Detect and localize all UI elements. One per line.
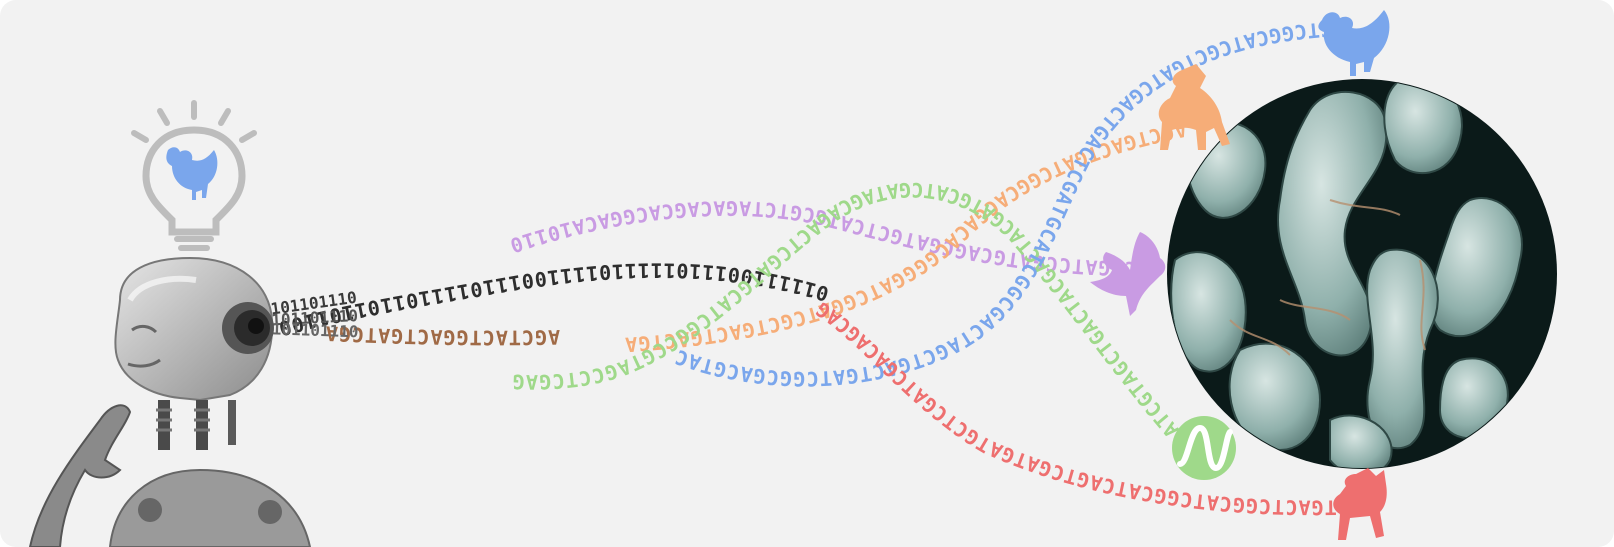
goat-icon (1333, 468, 1387, 540)
chicken-icon (1318, 10, 1390, 76)
bird-icon (1090, 232, 1166, 316)
cow-icon (1158, 64, 1230, 150)
robot-head-icon (28, 256, 312, 547)
binary-bundle: 0101101110 0101101110 0101101110 (260, 288, 359, 342)
sine-wave-icon (1172, 416, 1236, 480)
light-bulb-icon (131, 100, 257, 251)
binary-bundle-row: 0101101110 (262, 319, 359, 341)
bacteria-micrograph (1167, 79, 1557, 469)
chicken-icon (166, 147, 218, 200)
